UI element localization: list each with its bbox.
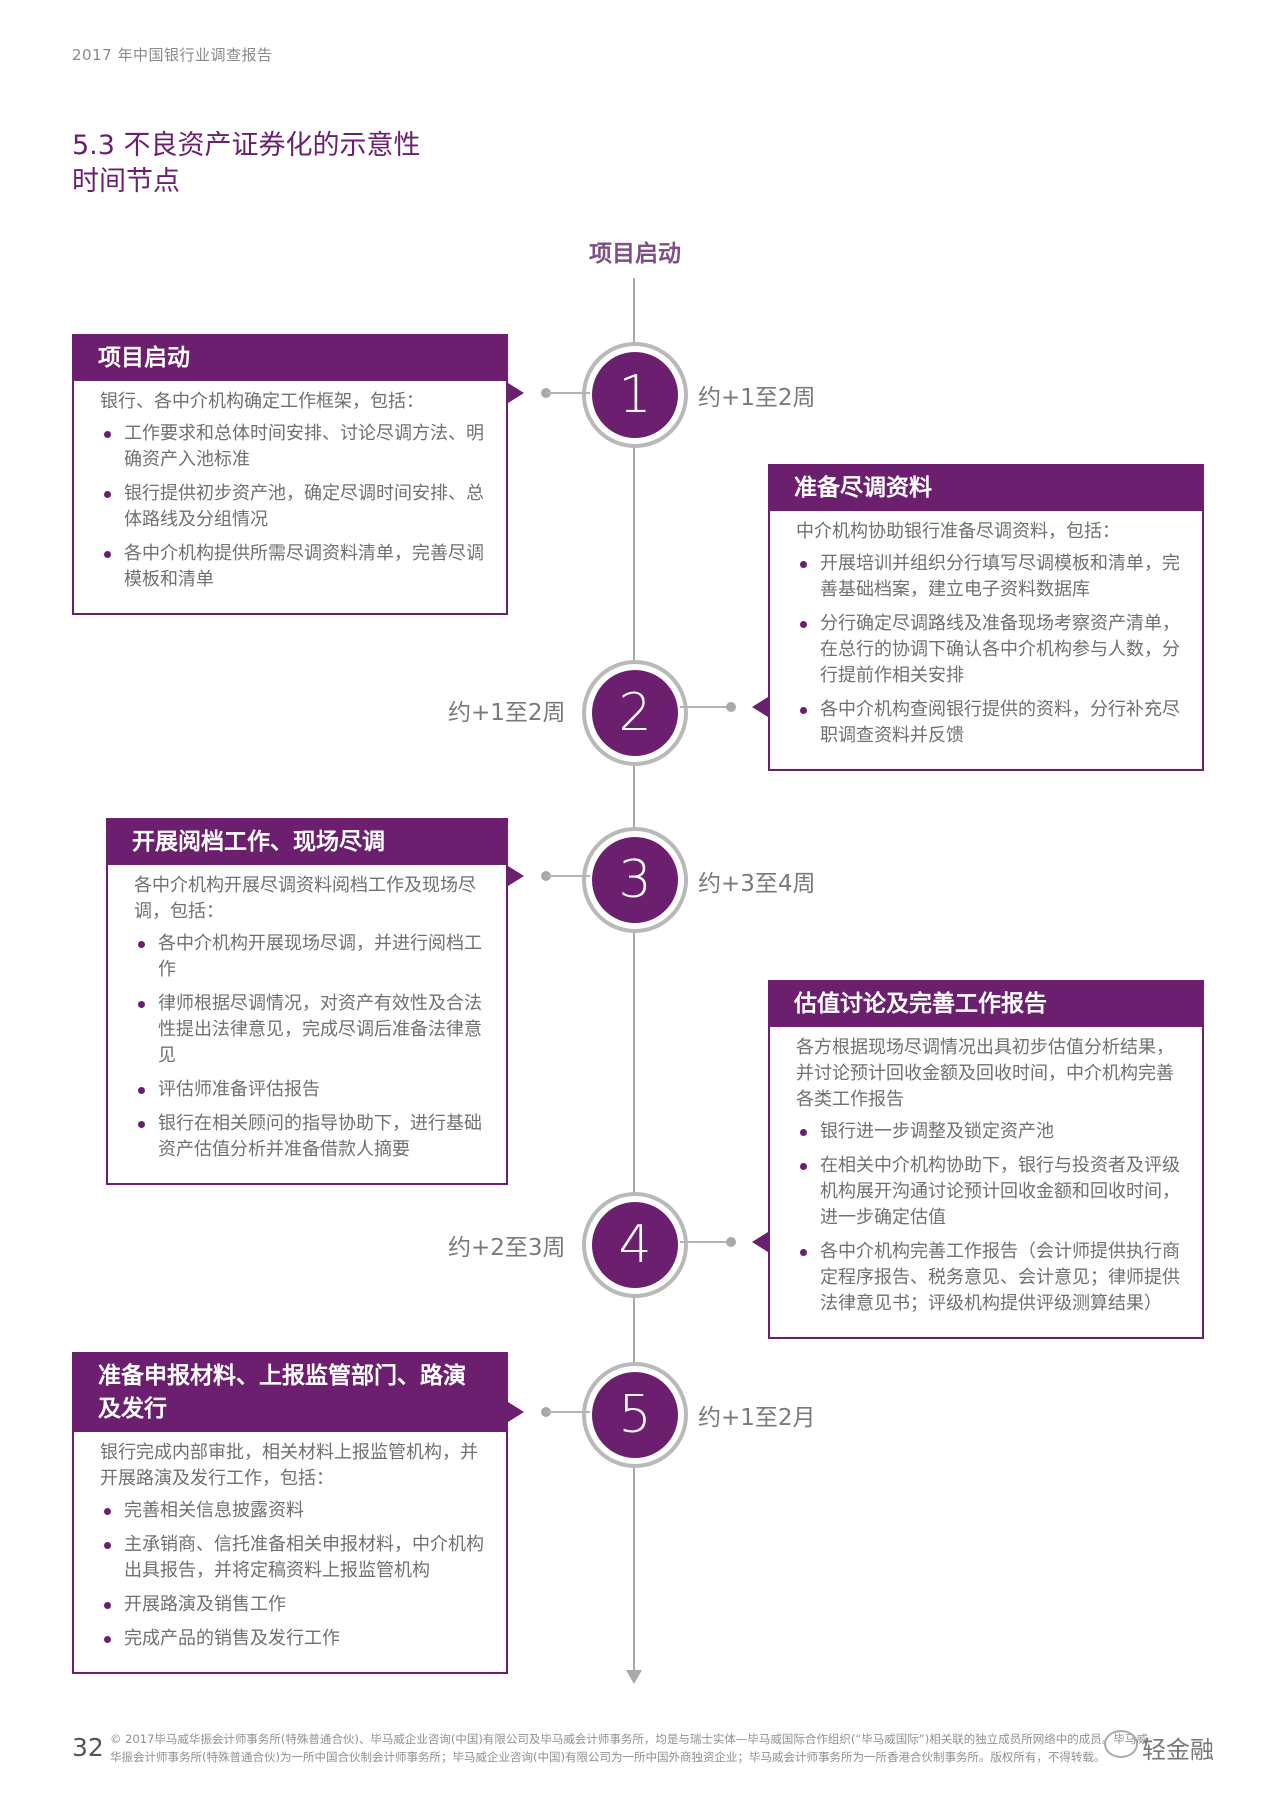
list-item: 工作要求和总体时间安排、讨论尽调方法、明确资产入池标准 xyxy=(100,421,486,473)
connector-line xyxy=(680,706,730,708)
timeline-node-2: 2 xyxy=(586,664,684,762)
pointer-right-icon xyxy=(508,866,524,886)
duration-label-3: 约+3至4周 xyxy=(698,871,816,897)
list-item: 银行进一步调整及锁定资产池 xyxy=(796,1119,1182,1145)
pointer-left-icon xyxy=(752,697,768,717)
list-item: 完成产品的销售及发行工作 xyxy=(100,1626,486,1652)
step-box-body: 各中介机构开展尽调资料阅档工作及现场尽调，包括： 各中介机构开展现场尽调，并进行… xyxy=(108,865,506,1183)
step-box-4: 估值讨论及完善工作报告 各方根据现场尽调情况出具初步估值分析结果，并讨论预计回收… xyxy=(768,980,1204,1339)
section-title: 5.3 不良资产证券化的示意性 时间节点 xyxy=(72,128,421,200)
step-box-body: 银行完成内部审批，相关材料上报监管机构，并开展路演及发行工作，包括： 完善相关信… xyxy=(74,1432,506,1672)
step-box-intro: 银行、各中介机构确定工作框架，包括： xyxy=(100,391,424,412)
step-box-body: 中介机构协助银行准备尽调资料，包括： 开展培训并组织分行填写尽调模板和清单，完善… xyxy=(770,511,1202,769)
list-item: 主承销商、信托准备相关申报材料，中介机构出具报告，并将定稿资料上报监管机构 xyxy=(100,1532,486,1584)
pointer-left-icon xyxy=(752,1232,768,1252)
step-box-1: 项目启动 银行、各中介机构确定工作框架，包括： 工作要求和总体时间安排、讨论尽调… xyxy=(72,334,508,615)
section-title-line2: 时间节点 xyxy=(72,166,180,197)
step-box-list: 工作要求和总体时间安排、讨论尽调方法、明确资产入池标准 银行提供初步资产池，确定… xyxy=(100,421,486,593)
step-box-title: 开展阅档工作、现场尽调 xyxy=(108,820,506,865)
step-box-3: 开展阅档工作、现场尽调 各中介机构开展尽调资料阅档工作及现场尽调，包括： 各中介… xyxy=(106,818,508,1185)
timeline-start-label: 项目启动 xyxy=(589,241,681,267)
connector-line xyxy=(546,392,590,394)
section-title-line1: 不良资产证券化的示意性 xyxy=(123,130,421,161)
duration-label-2: 约+1至2周 xyxy=(448,700,566,726)
page-number: 32 xyxy=(72,1733,104,1762)
list-item: 分行确定尽调路线及准备现场考察资产清单，在总行的协调下确认各中介机构参与人数，分… xyxy=(796,611,1182,689)
connector-line xyxy=(546,1411,590,1413)
list-item: 律师根据尽调情况，对资产有效性及合法性提出法律意见，完成尽调后准备法律意见 xyxy=(134,991,486,1069)
list-item: 完善相关信息披露资料 xyxy=(100,1498,486,1524)
duration-label-4: 约+2至3周 xyxy=(448,1235,566,1261)
list-item: 开展路演及销售工作 xyxy=(100,1592,486,1618)
footer-line-1: © 2017毕马威华振会计师事务所(特殊普通合伙)、毕马威企业咨询(中国)有限公… xyxy=(110,1732,1148,1746)
duration-label-5: 约+1至2月 xyxy=(698,1405,816,1431)
step-box-list: 开展培训并组织分行填写尽调模板和清单，完善基础档案，建立电子资料数据库 分行确定… xyxy=(796,551,1182,749)
step-box-title: 估值讨论及完善工作报告 xyxy=(770,982,1202,1027)
timeline-node-1: 1 xyxy=(586,346,684,444)
list-item: 银行在相关顾问的指导协助下，进行基础资产估值分析并准备借款人摘要 xyxy=(134,1111,486,1163)
list-item: 在相关中介机构协助下，银行与投资者及评级机构展开沟通讨论预计回收金额和回收时间，… xyxy=(796,1153,1182,1231)
duration-label-1: 约+1至2周 xyxy=(698,385,816,411)
report-header-title: 2017 年中国银行业调查报告 xyxy=(72,46,273,64)
connector-line xyxy=(546,875,590,877)
list-item: 开展培训并组织分行填写尽调模板和清单，完善基础档案，建立电子资料数据库 xyxy=(796,551,1182,603)
step-box-title: 准备申报材料、上报监管部门、路演及发行 xyxy=(74,1354,506,1432)
connector-dot xyxy=(726,1237,736,1247)
list-item: 评估师准备评估报告 xyxy=(134,1077,486,1103)
connector-dot xyxy=(726,702,736,712)
step-box-2: 准备尽调资料 中介机构协助银行准备尽调资料，包括： 开展培训并组织分行填写尽调模… xyxy=(768,464,1204,771)
list-item: 各中介机构开展现场尽调，并进行阅档工作 xyxy=(134,931,486,983)
timeline-arrow-icon xyxy=(626,1670,642,1684)
footer-disclaimer: © 2017毕马威华振会计师事务所(特殊普通合伙)、毕马威企业咨询(中国)有限公… xyxy=(110,1730,1240,1766)
step-box-intro: 中介机构协助银行准备尽调资料，包括： xyxy=(796,521,1120,542)
step-box-body: 各方根据现场尽调情况出具初步估值分析结果，并讨论预计回收金额及回收时间，中介机构… xyxy=(770,1027,1202,1337)
step-box-5: 准备申报材料、上报监管部门、路演及发行 银行完成内部审批，相关材料上报监管机构，… xyxy=(72,1352,508,1674)
step-box-title: 项目启动 xyxy=(74,336,506,381)
list-item: 各中介机构完善工作报告（会计师提供执行商定程序报告、税务意见、会计意见；律师提供… xyxy=(796,1239,1182,1317)
list-item: 各中介机构查阅银行提供的资料，分行补充尽职调查资料并反馈 xyxy=(796,697,1182,749)
timeline-node-4: 4 xyxy=(586,1196,684,1294)
list-item: 银行提供初步资产池，确定尽调时间安排、总体路线及分组情况 xyxy=(100,481,486,533)
connector-line xyxy=(680,1241,730,1243)
step-box-intro: 各中介机构开展尽调资料阅档工作及现场尽调，包括： xyxy=(134,875,476,922)
step-box-list: 银行进一步调整及锁定资产池 在相关中介机构协助下，银行与投资者及评级机构展开沟通… xyxy=(796,1119,1182,1317)
pointer-right-icon xyxy=(508,383,524,403)
step-box-intro: 银行完成内部审批，相关材料上报监管机构，并开展路演及发行工作，包括： xyxy=(100,1442,478,1489)
timeline-node-5: 5 xyxy=(586,1366,684,1464)
pointer-right-icon xyxy=(508,1402,524,1422)
step-box-list: 完善相关信息披露资料 主承销商、信托准备相关申报材料，中介机构出具报告，并将定稿… xyxy=(100,1498,486,1652)
watermark-label: 轻金融 xyxy=(1142,1736,1214,1764)
footer-line-2: 华振会计师事务所(特殊普通合伙)为一所中国合伙制会计师事务所；毕马威企业咨询(中… xyxy=(110,1750,1106,1764)
list-item: 各中介机构提供所需尽调资料清单，完善尽调模板和清单 xyxy=(100,541,486,593)
timeline-node-3: 3 xyxy=(586,831,684,929)
step-box-list: 各中介机构开展现场尽调，并进行阅档工作 律师根据尽调情况，对资产有效性及合法性提… xyxy=(134,931,486,1163)
step-box-body: 银行、各中介机构确定工作框架，包括： 工作要求和总体时间安排、讨论尽调方法、明确… xyxy=(74,381,506,613)
section-number: 5.3 xyxy=(72,130,115,161)
step-box-title: 准备尽调资料 xyxy=(770,466,1202,511)
step-box-intro: 各方根据现场尽调情况出具初步估值分析结果，并讨论预计回收金额及回收时间，中介机构… xyxy=(796,1037,1174,1110)
timeline-axis xyxy=(633,278,635,1670)
wechat-icon xyxy=(1104,1730,1138,1758)
